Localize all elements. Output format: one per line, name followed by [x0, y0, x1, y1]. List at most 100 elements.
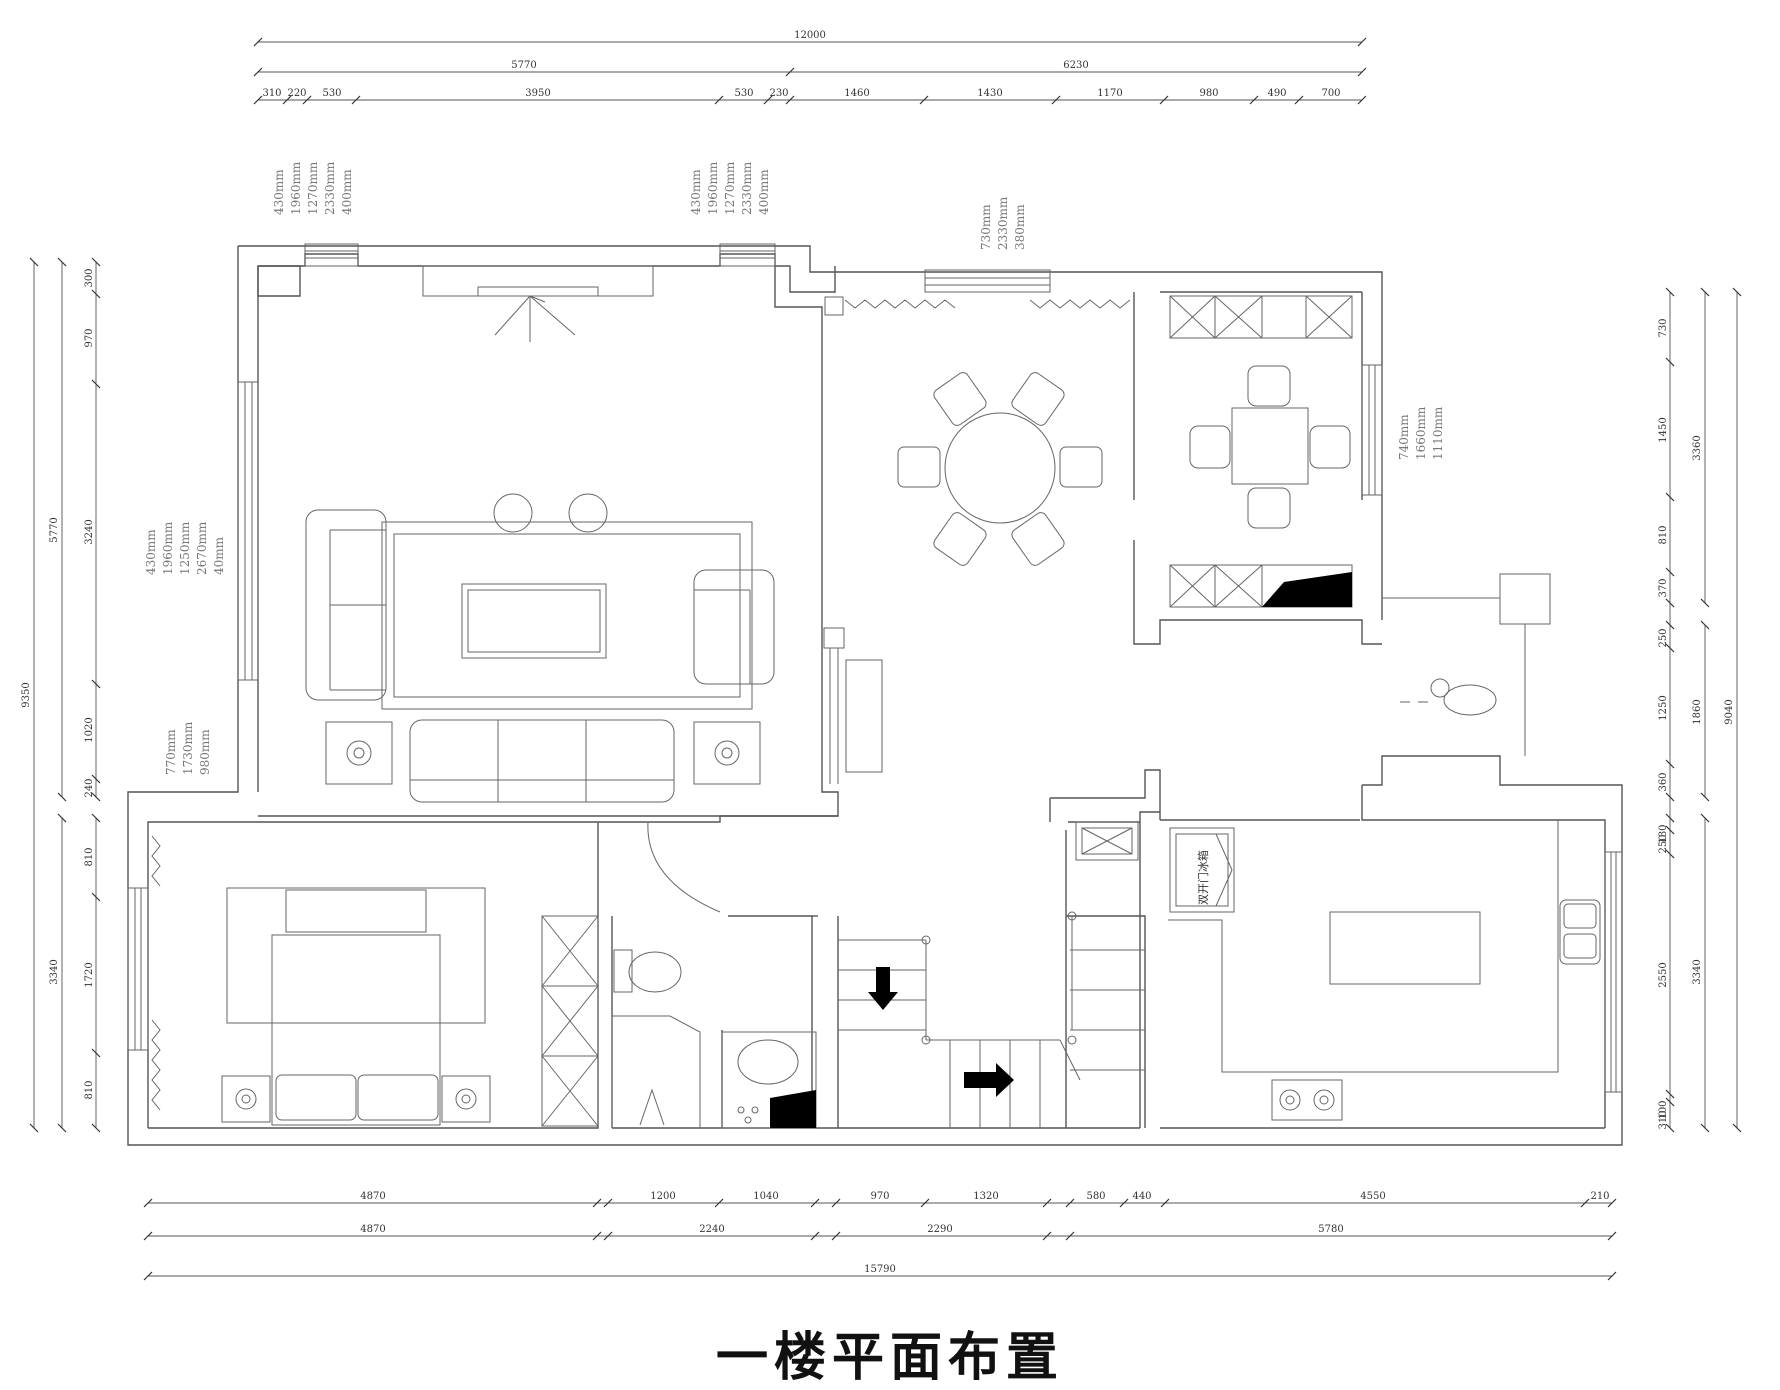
dim-left-lower-seg-2: 1720 — [84, 962, 95, 987]
toilet-icon — [628, 951, 682, 993]
dim-left-lower-seg-3: 810 — [84, 1080, 95, 1099]
window-top-center — [719, 243, 776, 267]
toilet-tank — [613, 949, 633, 993]
dim-top-seg-1: 310 — [262, 88, 281, 99]
kitchen-sink-icon — [1559, 899, 1601, 965]
headboard — [285, 889, 427, 933]
window-kitchen — [1604, 851, 1623, 1093]
dim-top-seg-7: 1460 — [844, 88, 869, 99]
spec-ls-1: 430mm — [144, 529, 158, 575]
spec-tc-3: 1270mm — [723, 161, 737, 215]
left-dimensions: 9350 5770 3340 300 970 3240 1020 240 810… — [21, 257, 101, 1133]
dim-right-lower-seg-2: 250 — [1658, 834, 1669, 853]
bathroom-fixtures — [541, 915, 817, 1129]
right-dimensions: 9040 3360 1860 3340 730 1450 810 370 25 — [1658, 287, 1742, 1133]
spec-tr-3: 380mm — [1013, 204, 1027, 250]
window-top-right — [924, 269, 1051, 293]
staircase — [838, 911, 1145, 1128]
window-dining-side — [1361, 364, 1383, 496]
dim-top-seg-4: 3950 — [525, 88, 550, 99]
window-spec-living-side: 430mm 1960mm 1250mm 2670mm 40mm — [144, 521, 226, 575]
chair-6 — [1011, 512, 1065, 566]
spec-ls-5: 40mm — [212, 536, 226, 575]
arrow-down-icon — [868, 967, 898, 1010]
chair-7 — [1247, 365, 1291, 407]
kitchen-island — [1329, 911, 1481, 985]
top-dimensions: 12000 5770 6230 310 220 530 3950 530 230 — [253, 30, 1367, 105]
spec-tc-5: 400mm — [757, 169, 771, 215]
rug — [381, 521, 753, 710]
column — [1499, 573, 1551, 625]
dim-right-mid-total: 1860 — [1692, 699, 1703, 724]
fridge — [1169, 827, 1235, 913]
spec-ls-2: 1960mm — [161, 521, 175, 575]
dim-left-seg-4: 1020 — [84, 717, 95, 742]
dining-furniture — [844, 295, 1497, 716]
window-bedroom — [127, 887, 149, 1051]
spec-tr-1: 730mm — [979, 204, 993, 250]
dim-top-seg-9: 1170 — [1097, 88, 1122, 99]
dim-right-lower-seg-5: 310 — [1658, 1110, 1669, 1129]
bottom-dimensions: 4870 1200 1040 970 1320 580 440 4550 210… — [143, 1191, 1617, 1281]
dim-bottom-2-seg-1: 4870 — [360, 1224, 385, 1235]
dim-bottom-1-seg-2: 1200 — [650, 1191, 675, 1202]
spec-ll-2: 1730mm — [181, 721, 195, 775]
spec-tl-5: 400mm — [340, 169, 354, 215]
coffee-table — [461, 583, 607, 659]
top-segment-ticks — [253, 95, 1367, 105]
spec-ds-1: 740mm — [1397, 414, 1411, 460]
dim-left-lower-total: 3340 — [49, 959, 60, 984]
fridge-label: 双开门冰箱 — [1196, 850, 1210, 905]
dim-right-seg-3: 810 — [1658, 525, 1669, 544]
chair-3 — [1059, 446, 1103, 488]
dim-bottom-1-seg-7: 440 — [1132, 1191, 1151, 1202]
dim-top-seg-2: 220 — [287, 88, 306, 99]
pillow-1 — [275, 1074, 357, 1121]
dim-right-total: 9040 — [1724, 699, 1735, 724]
chair-10 — [1309, 425, 1351, 469]
dim-top-seg-5: 530 — [734, 88, 753, 99]
spec-ds-3: 1110mm — [1431, 406, 1445, 460]
stool-2 — [568, 493, 608, 533]
dim-left-lower-seg-1: 810 — [84, 847, 95, 866]
dim-bottom-total: 15790 — [864, 1264, 896, 1275]
window-spec-top-right: 730mm 2330mm 380mm — [979, 196, 1027, 250]
dim-right-mid-seg-3: 360 — [1658, 772, 1669, 791]
chair-2 — [1011, 372, 1065, 426]
dim-left-total: 9350 — [21, 682, 32, 707]
spec-ll-3: 980mm — [198, 729, 212, 775]
bottom-row1-ticks — [143, 1198, 1617, 1208]
spec-tc-1: 430mm — [689, 169, 703, 215]
double-bed — [271, 934, 441, 1126]
kitchen-fixtures: 双开门冰箱 — [1075, 820, 1601, 1121]
dim-top-seg-6: 230 — [769, 88, 788, 99]
dim-top-seg-8: 1430 — [977, 88, 1002, 99]
dim-top-right: 6230 — [1063, 60, 1088, 71]
dim-right-seg-1: 730 — [1658, 318, 1669, 337]
dim-top-seg-3: 530 — [322, 88, 341, 99]
dim-left-seg-1: 300 — [84, 268, 95, 287]
side-table-left — [325, 721, 393, 785]
wardrobe-area — [226, 887, 486, 1024]
dim-left-seg-5: 240 — [84, 778, 95, 797]
dim-bottom-2-seg-4: 5780 — [1318, 1224, 1343, 1235]
window-top-left — [304, 243, 359, 267]
nightstand-right — [441, 1075, 491, 1123]
floor-lamp — [823, 627, 845, 649]
chair-4 — [897, 446, 941, 488]
storage-shelf — [541, 915, 599, 1127]
dim-right-lower-seg-1: 130 — [1658, 824, 1669, 843]
window-spec-living-low: 770mm 1730mm 980mm — [164, 721, 212, 775]
sink-icon — [737, 1039, 799, 1085]
spec-ll-1: 770mm — [164, 729, 178, 775]
dim-left-seg-2: 970 — [84, 328, 95, 347]
dim-right-mid-seg-2: 1250 — [1658, 695, 1669, 720]
spec-tr-2: 2330mm — [996, 196, 1010, 250]
dim-top-seg-11: 490 — [1267, 88, 1286, 99]
dim-bottom-2-seg-3: 2290 — [927, 1224, 952, 1235]
shower-icon — [639, 1088, 665, 1126]
window-living-left — [237, 381, 259, 681]
stool-1 — [493, 493, 533, 533]
spec-ds-2: 1660mm — [1414, 406, 1428, 460]
dim-left-seg-3: 3240 — [84, 519, 95, 544]
